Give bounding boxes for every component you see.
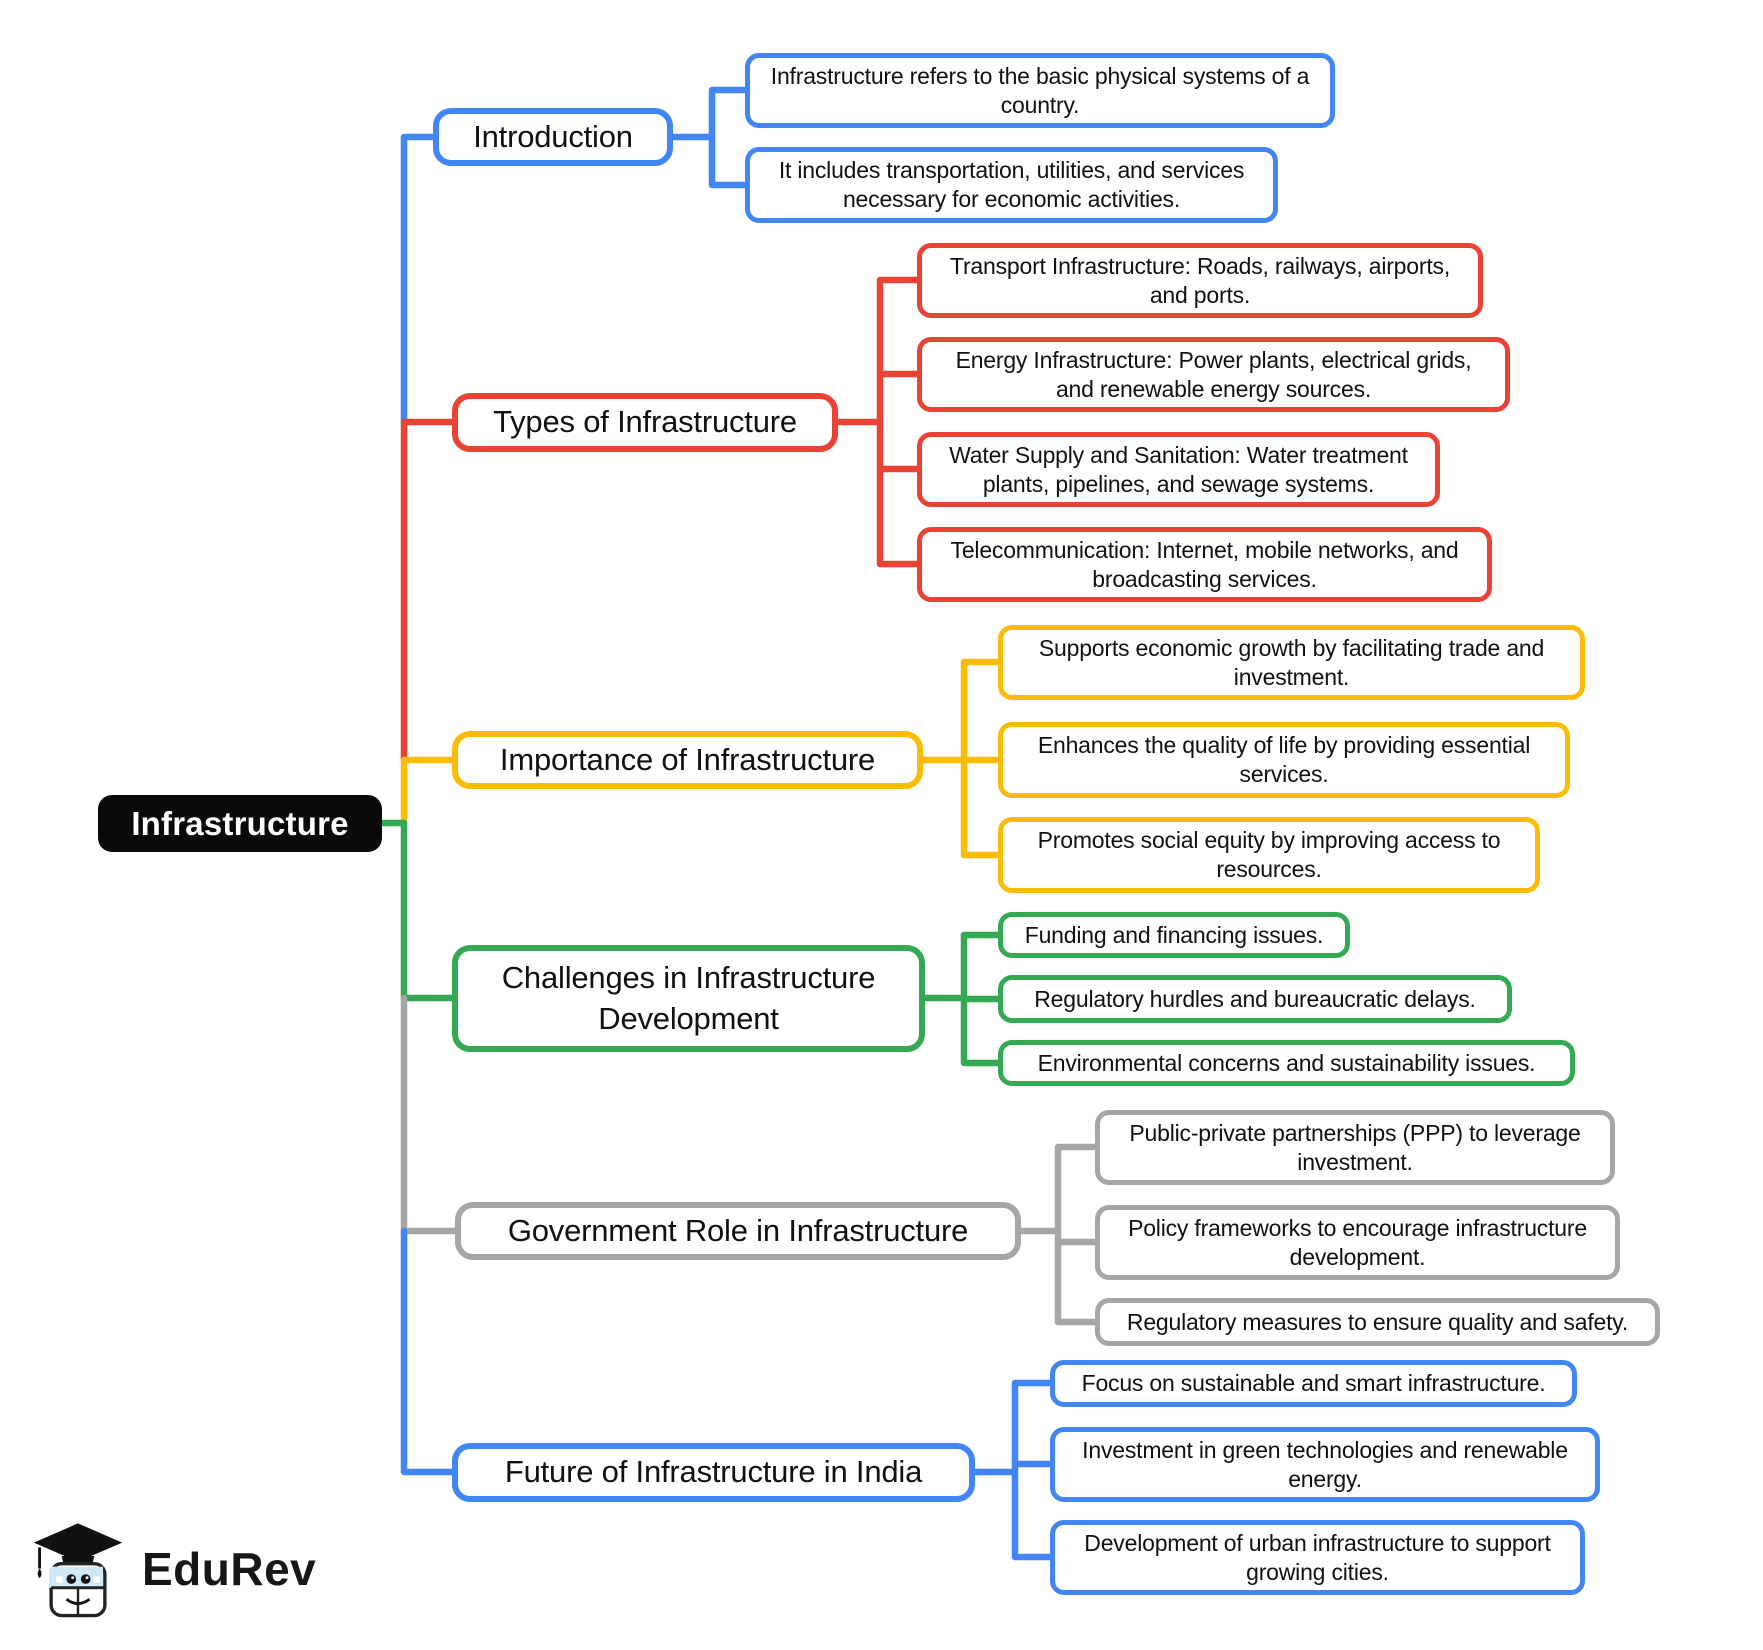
- leaf-label: Water Supply and Sanitation: Water treat…: [949, 441, 1408, 497]
- root-label: Infrastructure: [131, 804, 349, 842]
- leaf-types-energy: Energy Infrastructure: Power plants, ele…: [917, 337, 1510, 412]
- branch-types-of-infrastructure: Types of Infrastructure: [452, 393, 838, 452]
- leaf-label: Promotes social equity by improving acce…: [1037, 827, 1501, 882]
- elbow-government: [1017, 1143, 1099, 1326]
- leaf-challenges-regulatory: Regulatory hurdles and bureaucratic dela…: [998, 975, 1512, 1023]
- trunk-government: [400, 994, 459, 1235]
- elbow-importance: [919, 658, 1002, 859]
- elbow-types: [834, 276, 921, 568]
- leaf-label: Investment in green technologies and ren…: [1082, 1436, 1568, 1492]
- branch-types-label: Types of Infrastructure: [493, 404, 797, 440]
- branch-future-label: Future of Infrastructure in India: [504, 1454, 923, 1490]
- trunk-types: [400, 418, 456, 764]
- branch-challenges-in-infrastructure-development: Challenges in Infrastructure Development: [452, 945, 925, 1052]
- branch-importance-of-infrastructure: Importance of Infrastructure: [452, 731, 923, 789]
- leaf-label: Development of urban infrastructure to s…: [1084, 1529, 1551, 1585]
- leaf-label: Environmental concerns and sustainabilit…: [1037, 1049, 1536, 1076]
- leaf-types-water: Water Supply and Sanitation: Water treat…: [917, 432, 1440, 507]
- leaf-government-regulatory: Regulatory measures to ensure quality an…: [1095, 1298, 1660, 1346]
- leaf-label: Energy Infrastructure: Power plants, ele…: [955, 346, 1472, 402]
- leaf-government-policy: Policy frameworks to encourage infrastru…: [1095, 1205, 1620, 1280]
- leaf-importance-quality-of-life: Enhances the quality of life by providin…: [998, 722, 1570, 798]
- branch-importance-label: Importance of Infrastructure: [499, 741, 876, 777]
- branch-future-of-infrastructure-in-india: Future of Infrastructure in India: [452, 1443, 975, 1502]
- trunk-importance: [400, 756, 456, 827]
- leaf-label: Funding and financing issues.: [1024, 921, 1324, 948]
- leaf-challenges-environmental: Environmental concerns and sustainabilit…: [998, 1040, 1575, 1086]
- trunk-challenges: [378, 819, 456, 1002]
- leaf-label: Infrastructure refers to the basic physi…: [770, 62, 1310, 118]
- trunk-future: [400, 1227, 456, 1476]
- leaf-label: Focus on sustainable and smart infrastru…: [1081, 1370, 1546, 1396]
- leaf-label: Transport Infrastructure: Roads, railway…: [949, 252, 1451, 308]
- elbow-challenges: [921, 931, 1002, 1067]
- branch-challenges-label: Challenges in Infrastructure Development: [501, 960, 876, 1036]
- leaf-future-sustainable: Focus on sustainable and smart infrastru…: [1050, 1360, 1577, 1407]
- leaf-label: Supports economic growth by facilitating…: [1038, 634, 1545, 690]
- leaf-introduction-1: Infrastructure refers to the basic physi…: [745, 53, 1335, 128]
- leaf-types-transport: Transport Infrastructure: Roads, railway…: [917, 243, 1483, 318]
- leaf-label: Policy frameworks to encourage infrastru…: [1128, 1214, 1587, 1270]
- edurev-mascot-icon: [33, 1523, 123, 1618]
- leaf-label: Public-private partnerships (PPP) to lev…: [1129, 1119, 1581, 1175]
- edurev-logo-text: EduRev: [142, 1543, 317, 1595]
- leaf-label: Regulatory measures to ensure quality an…: [1126, 1308, 1629, 1335]
- leaf-label: Enhances the quality of life by providin…: [1037, 732, 1531, 787]
- branch-introduction-label: Introduction: [473, 118, 633, 154]
- leaf-label: Regulatory hurdles and bureaucratic dela…: [1034, 985, 1476, 1012]
- branch-introduction: Introduction: [433, 108, 673, 166]
- leaf-government-ppp: Public-private partnerships (PPP) to lev…: [1095, 1110, 1615, 1185]
- leaf-future-urban: Development of urban infrastructure to s…: [1050, 1520, 1585, 1595]
- leaf-label: Telecommunication: Internet, mobile netw…: [950, 536, 1459, 592]
- branch-government-label: Government Role in Infrastructure: [507, 1212, 969, 1248]
- elbow-introduction: [669, 86, 749, 189]
- leaf-challenges-funding: Funding and financing issues.: [998, 912, 1350, 958]
- leaf-importance-social-equity: Promotes social equity by improving acce…: [998, 817, 1540, 893]
- leaf-label: It includes transportation, utilities, a…: [778, 157, 1245, 212]
- leaf-types-telecommunication: Telecommunication: Internet, mobile netw…: [917, 527, 1492, 602]
- branch-government-role-in-infrastructure: Government Role in Infrastructure: [455, 1202, 1021, 1260]
- leaf-introduction-2: It includes transportation, utilities, a…: [745, 147, 1278, 223]
- leaf-importance-economic-growth: Supports economic growth by facilitating…: [998, 625, 1585, 700]
- root-node: Infrastructure: [98, 795, 382, 852]
- trunk-introduction: [400, 133, 437, 426]
- elbow-future: [971, 1379, 1054, 1561]
- leaf-future-green-tech: Investment in green technologies and ren…: [1050, 1427, 1600, 1502]
- edurev-logo: EduRev: [30, 1518, 316, 1620]
